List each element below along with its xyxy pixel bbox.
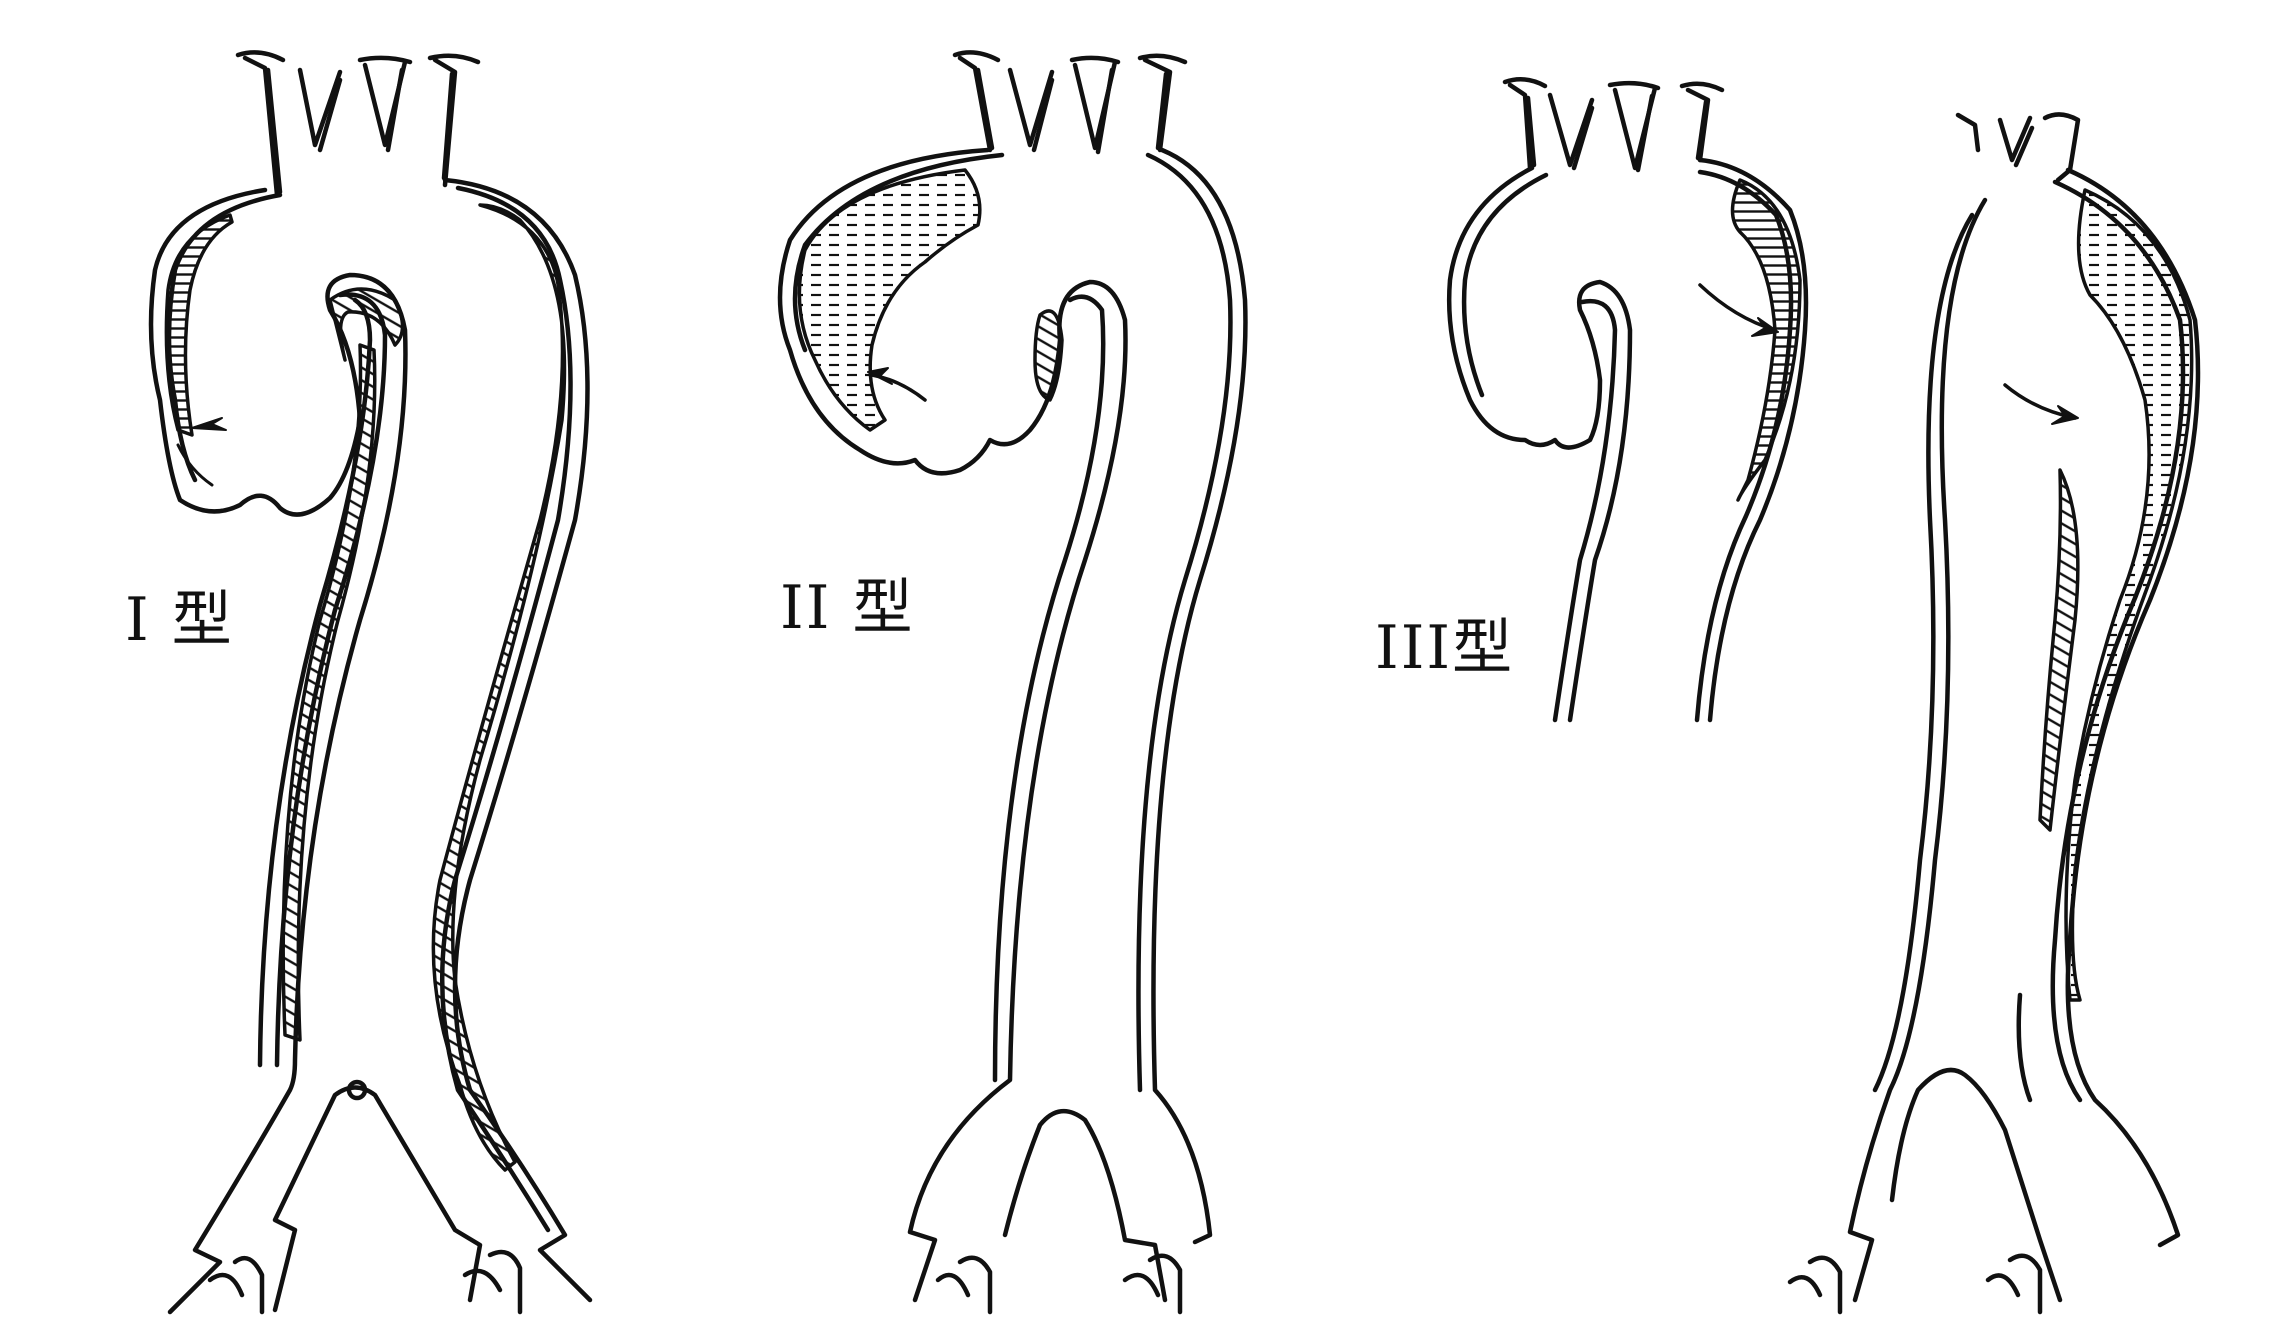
type-1-false-lumen-ascending (164, 213, 234, 437)
type-3b-head-vessels (1955, 112, 2081, 183)
type-1-entry-arrow (191, 417, 227, 431)
type-2-head-vessels (952, 50, 1188, 153)
type-3a-head-vessels (1502, 77, 1725, 171)
type-2-outer-wall (777, 147, 1128, 1303)
type-1-false-lumen-descending (281, 343, 377, 1042)
type-3a-false-lumen (1730, 178, 1802, 502)
type-2-false-lumen (797, 168, 982, 432)
type-1-head-vessels (235, 50, 481, 198)
type-1-label: I 型 (125, 585, 234, 655)
type-3-aorta-drawing (1446, 77, 2201, 1315)
type-3-label: III型 (1375, 613, 1515, 683)
type-2-label: II 型 (780, 573, 915, 643)
type-3b-outer-wall (1847, 197, 1988, 1303)
type-1-aorta-drawing (148, 50, 593, 1315)
type-2-aorta-drawing (777, 50, 1248, 1315)
type-3a-outer-wall (1446, 165, 1633, 723)
type-3b-false-lumen (2064, 188, 2194, 1002)
